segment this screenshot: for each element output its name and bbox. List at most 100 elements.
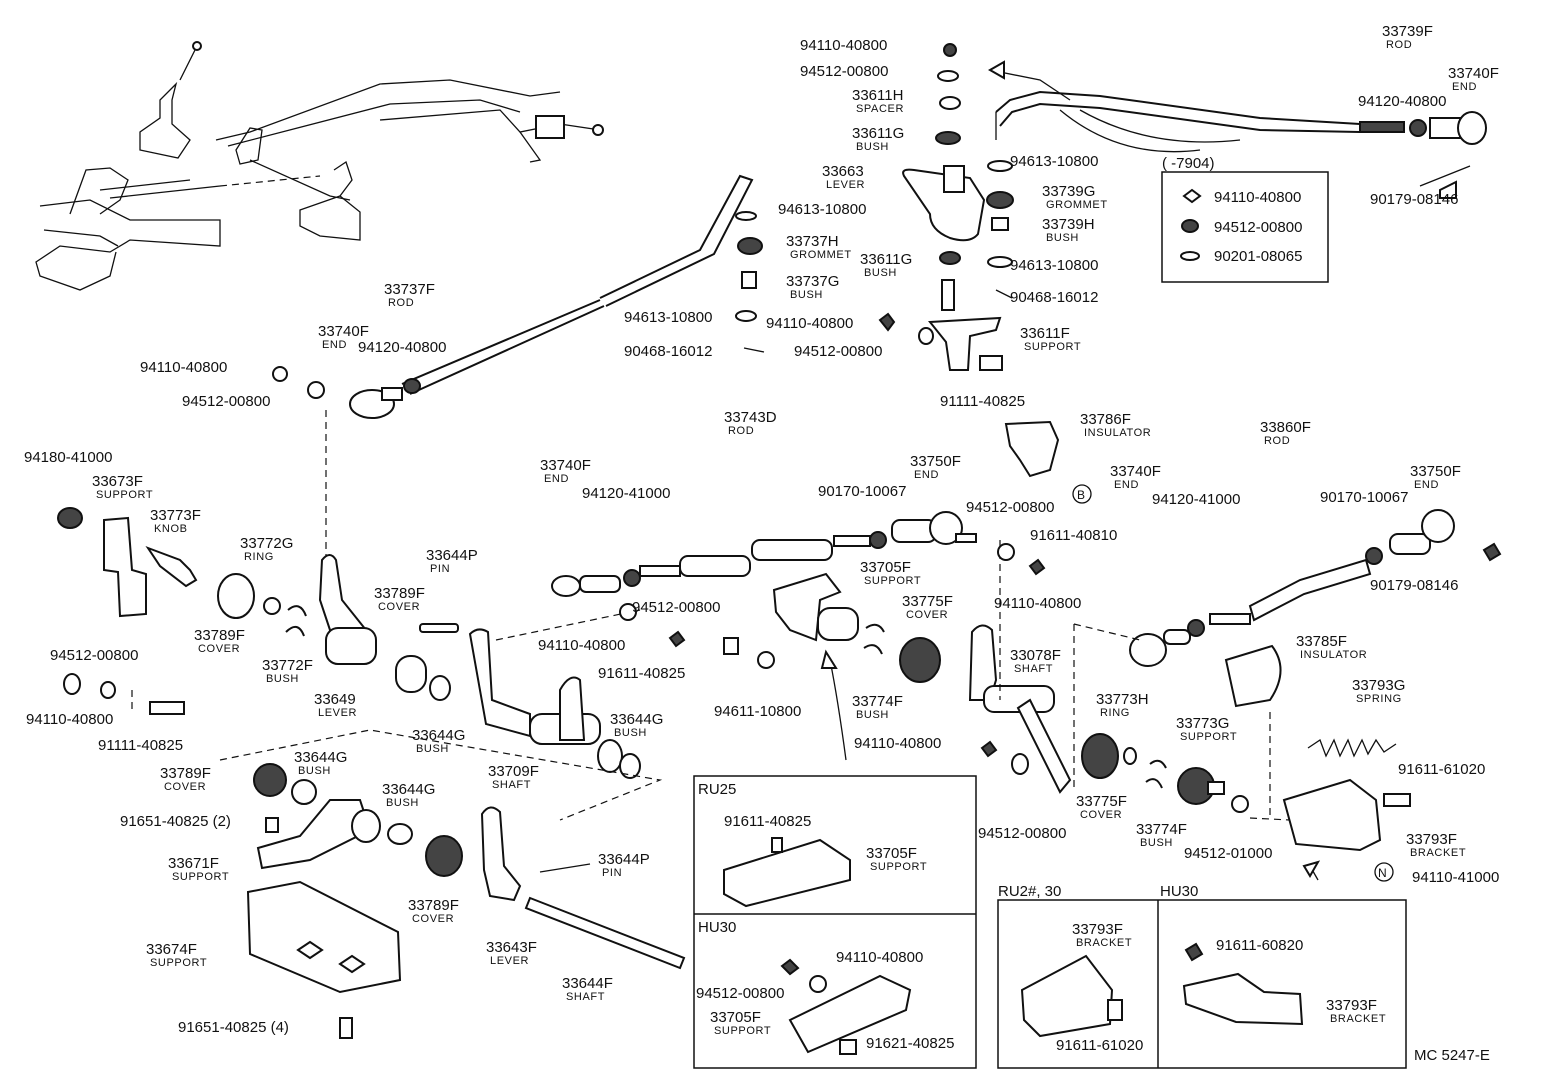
- label-part-number-56: 33740F: [540, 457, 591, 474]
- box-hu30-right-part-name-1: BRACKET: [1330, 1013, 1386, 1025]
- label-part-number-47: 33644G: [382, 781, 435, 798]
- label-part-name-34: COVER: [378, 601, 420, 613]
- label-part-number-4: 33663: [822, 163, 864, 180]
- label-part-number-88: 33793F: [1406, 831, 1457, 848]
- label-part-number-8: 33611G: [860, 251, 912, 268]
- label-part-number-74: 33860F: [1260, 419, 1311, 436]
- label-part-number-82: 33773H: [1096, 691, 1149, 708]
- label-part-number-87: 94512-01000: [1184, 845, 1272, 862]
- label-part-name-36: BUSH: [266, 673, 299, 685]
- label-part-name-78: END: [1414, 479, 1439, 491]
- label-part-name-82: RING: [1100, 707, 1130, 719]
- label-part-name-41: BUSH: [416, 743, 449, 755]
- label-part-number-2: 33611H: [852, 87, 903, 104]
- label-part-name-24: ROD: [388, 297, 414, 309]
- label-part-name-74: ROD: [1264, 435, 1290, 447]
- box-hu30-left-part-name-2: SUPPORT: [714, 1025, 771, 1037]
- label-part-number-49: 33789F: [408, 897, 459, 914]
- box-hu30-right-part-number-0: 91611-60820: [1216, 937, 1303, 954]
- label-part-number-83: 33773G: [1176, 715, 1229, 732]
- label-part-name-48: SUPPORT: [172, 871, 229, 883]
- label-part-name-2: SPACER: [856, 103, 904, 115]
- label-part-number-70: 94512-00800: [966, 499, 1054, 516]
- label-part-name-31: KNOB: [154, 523, 188, 535]
- label-part-name-38: LEVER: [318, 707, 357, 719]
- label-part-number-0: 94110-40800: [800, 37, 887, 54]
- label-part-number-9: 94613-10800: [1010, 257, 1098, 274]
- label-part-name-52: SHAFT: [566, 991, 605, 1003]
- label-part-name-33: PIN: [430, 563, 450, 575]
- box-hu30-left-part-number-1: 94512-00800: [696, 985, 784, 1002]
- label-part-number-16: 33737G: [786, 273, 839, 290]
- label-part-name-50: PIN: [602, 867, 622, 879]
- label-part-name-69: INSULATOR: [1084, 427, 1151, 439]
- label-part-number-1: 94512-00800: [800, 63, 888, 80]
- label-part-number-42: 33709F: [488, 763, 539, 780]
- label-part-number-34: 33789F: [374, 585, 425, 602]
- label-part-name-86: BUSH: [1140, 837, 1173, 849]
- box-hu30-left-part-number-3: 91621-40825: [866, 1035, 954, 1052]
- label-part-number-79: 90179-08146: [1370, 577, 1458, 594]
- inset-box-label: ( -7904): [1162, 155, 1215, 172]
- box-ru2-part-number-1: 91611-61020: [1056, 1037, 1143, 1054]
- label-part-number-32: 33772G: [240, 535, 293, 552]
- label-part-number-66: 33775F: [902, 593, 953, 610]
- label-part-number-37: 94512-00800: [50, 647, 138, 664]
- label-part-number-52: 33644F: [562, 975, 613, 992]
- label-part-number-77: 90170-10067: [1320, 489, 1408, 506]
- label-part-name-55: ROD: [728, 425, 754, 437]
- label-part-number-28: 94512-00800: [182, 393, 270, 410]
- label-part-number-31: 33773F: [150, 507, 201, 524]
- middle-linkage-parts: [57, 507, 686, 1039]
- callouts: B N: [1072, 484, 1394, 882]
- label-part-number-57: 94120-41000: [582, 485, 670, 502]
- label-part-number-68: 94110-40800: [854, 735, 941, 752]
- label-part-number-44: 33789F: [160, 765, 211, 782]
- label-part-number-25: 33740F: [318, 323, 369, 340]
- label-part-number-71: 91611-40810: [1030, 527, 1117, 544]
- box-ru25-part-name-1: SUPPORT: [870, 861, 927, 873]
- label-part-number-72: 94110-40800: [994, 595, 1081, 612]
- label-part-number-55: 33743D: [724, 409, 777, 426]
- label-part-name-67: SHAFT: [1014, 663, 1053, 675]
- label-part-name-15: GROMMET: [790, 249, 852, 261]
- label-part-number-45: 33644G: [294, 749, 347, 766]
- label-part-number-50: 33644P: [598, 851, 650, 868]
- label-part-number-73: 94512-00800: [978, 825, 1066, 842]
- box-hu30-right-part-number-1: 33793F: [1326, 997, 1377, 1014]
- label-part-name-65: BUSH: [856, 709, 889, 721]
- label-part-name-35: COVER: [198, 643, 240, 655]
- label-part-name-85: COVER: [1080, 809, 1122, 821]
- label-part-number-6: 33739G: [1042, 183, 1095, 200]
- label-part-number-86: 33774F: [1136, 821, 1187, 838]
- label-part-number-36: 33772F: [262, 657, 313, 674]
- label-part-name-7: BUSH: [1046, 232, 1079, 244]
- label-part-name-83: SUPPORT: [1180, 731, 1237, 743]
- upper-linkage-parts: [272, 43, 1487, 560]
- label-part-number-13: 91111-40825: [940, 393, 1025, 410]
- label-part-number-5: 94613-10800: [1010, 153, 1098, 170]
- label-part-number-3: 33611G: [852, 125, 904, 142]
- callout-n: N: [1378, 866, 1387, 880]
- rod-33860F: [1073, 509, 1502, 881]
- label-part-number-84: 91611-61020: [1398, 761, 1485, 778]
- box-hu30-left-part-number-0: 94110-40800: [836, 949, 923, 966]
- label-part-name-8: BUSH: [864, 267, 897, 279]
- label-part-number-10: 90468-16012: [1010, 289, 1098, 306]
- overview-assembly-drawing: [35, 41, 604, 291]
- label-part-name-30: SUPPORT: [96, 489, 153, 501]
- box-ru25-title: RU25: [698, 781, 736, 798]
- label-part-number-85: 33775F: [1076, 793, 1127, 810]
- label-part-number-53: 33674F: [146, 941, 197, 958]
- label-part-number-48: 33671F: [168, 855, 219, 872]
- box-ru2-part-name-0: BRACKET: [1076, 937, 1132, 949]
- label-part-number-23: 90179-08146: [1370, 191, 1458, 208]
- label-part-number-41: 33644G: [412, 727, 465, 744]
- inset-item-2: 94512-00800: [1214, 219, 1302, 236]
- label-part-number-61: 94512-00800: [632, 599, 720, 616]
- label-part-name-32: RING: [244, 551, 274, 563]
- label-part-number-60: 33705F: [860, 559, 911, 576]
- label-part-name-11: SUPPORT: [1024, 341, 1081, 353]
- label-part-number-19: 90468-16012: [624, 343, 712, 360]
